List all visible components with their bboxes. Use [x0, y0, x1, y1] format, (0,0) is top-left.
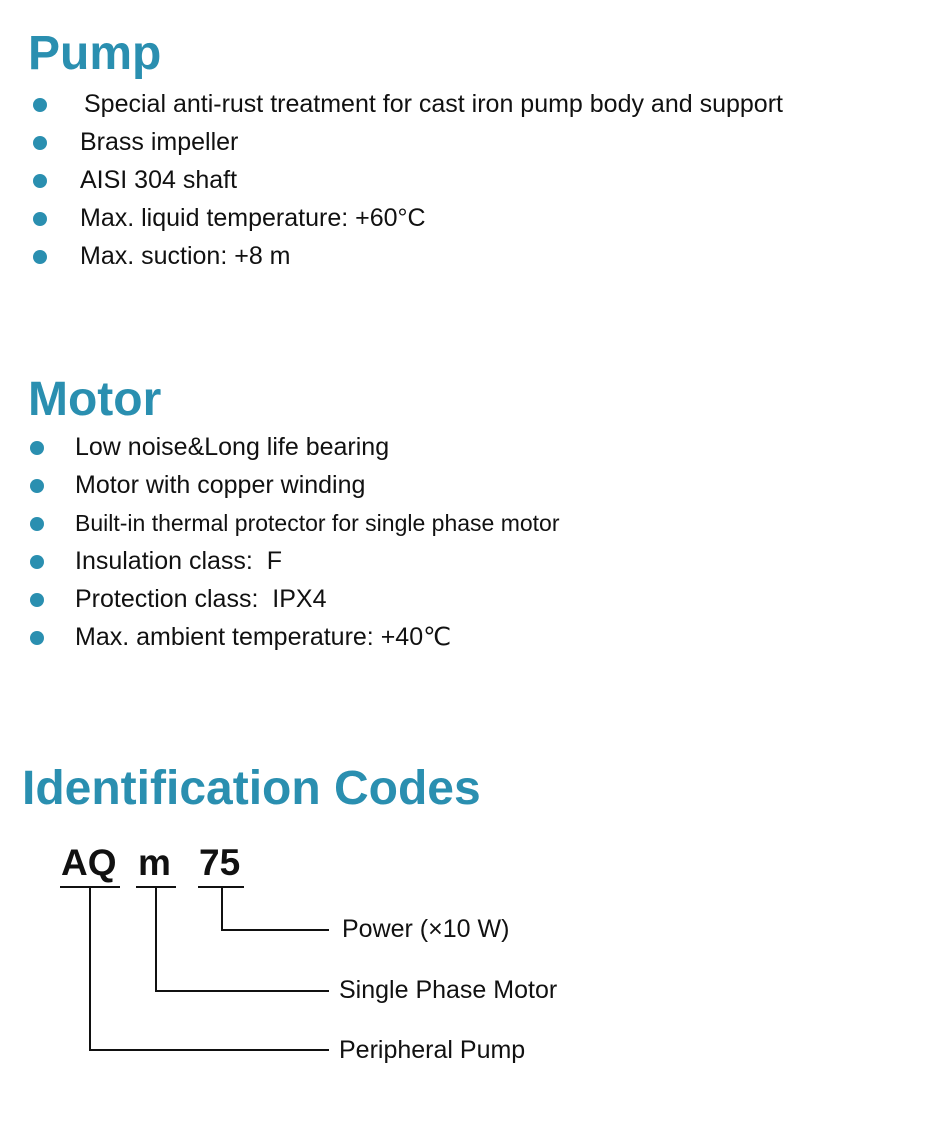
pump-feature-list: Special anti-rust treatment for cast iro… [33, 88, 913, 278]
pump-feature-text: Max. liquid temperature: +60°C [80, 204, 426, 232]
bullet-dot-icon [30, 479, 44, 493]
leader-line-75-horizontal [221, 929, 329, 931]
bullet-dot-icon [30, 555, 44, 569]
identification-heading: Identification Codes [22, 762, 481, 815]
bullet-dot-icon [33, 250, 47, 264]
pump-feature-text: Special anti-rust treatment for cast iro… [84, 90, 783, 118]
motor-feature-text: Built-in thermal protector for single ph… [75, 510, 560, 537]
bullet-dot-icon [33, 136, 47, 150]
motor-heading: Motor [28, 373, 162, 426]
motor-feature-text: Protection class: IPX4 [75, 585, 327, 613]
leader-line-m-horizontal [155, 990, 329, 992]
bullet-dot-icon [30, 593, 44, 607]
motor-feature-text: Motor with copper winding [75, 471, 366, 499]
pump-feature-text: Max. suction: +8 m [80, 242, 291, 270]
code-aq: AQ [61, 842, 117, 883]
bullet-dot-icon [30, 517, 44, 531]
leader-line-aq-vertical [89, 887, 91, 1050]
bullet-dot-icon [33, 212, 47, 226]
code-75: 75 [199, 842, 241, 883]
list-item: Max. suction: +8 m [33, 240, 913, 278]
pump-feature-text: AISI 304 shaft [80, 166, 238, 194]
leader-line-75-vertical [221, 887, 223, 930]
bullet-dot-icon [30, 441, 44, 455]
motor-feature-list: Low noise&Long life bearing Motor with c… [30, 431, 910, 659]
list-item: Max. liquid temperature: +60°C [33, 202, 913, 240]
list-item: Built-in thermal protector for single ph… [30, 507, 910, 545]
code-m-description: Single Phase Motor [339, 976, 558, 1004]
list-item: Max. ambient temperature: +40℃ [30, 621, 910, 659]
list-item: Brass impeller [33, 126, 913, 164]
leader-line-aq-horizontal [89, 1049, 329, 1051]
bullet-dot-icon [30, 631, 44, 645]
motor-feature-text: Low noise&Long life bearing [75, 433, 390, 461]
list-item: Insulation class: F [30, 545, 910, 583]
motor-feature-text: Insulation class: F [75, 547, 283, 575]
list-item: Low noise&Long life bearing [30, 431, 910, 469]
code-aq-description: Peripheral Pump [339, 1036, 526, 1064]
pump-feature-text: Brass impeller [80, 128, 239, 156]
list-item: Protection class: IPX4 [30, 583, 910, 621]
code-75-description: Power (×10 W) [342, 915, 510, 943]
list-item: Special anti-rust treatment for cast iro… [33, 88, 913, 126]
leader-line-m-vertical [155, 887, 157, 991]
list-item: Motor with copper winding [30, 469, 910, 507]
code-m: m [138, 842, 171, 883]
bullet-dot-icon [33, 98, 47, 112]
bullet-dot-icon [33, 174, 47, 188]
motor-feature-text: Max. ambient temperature: +40℃ [75, 623, 452, 651]
list-item: AISI 304 shaft [33, 164, 913, 202]
pump-heading: Pump [28, 27, 162, 80]
